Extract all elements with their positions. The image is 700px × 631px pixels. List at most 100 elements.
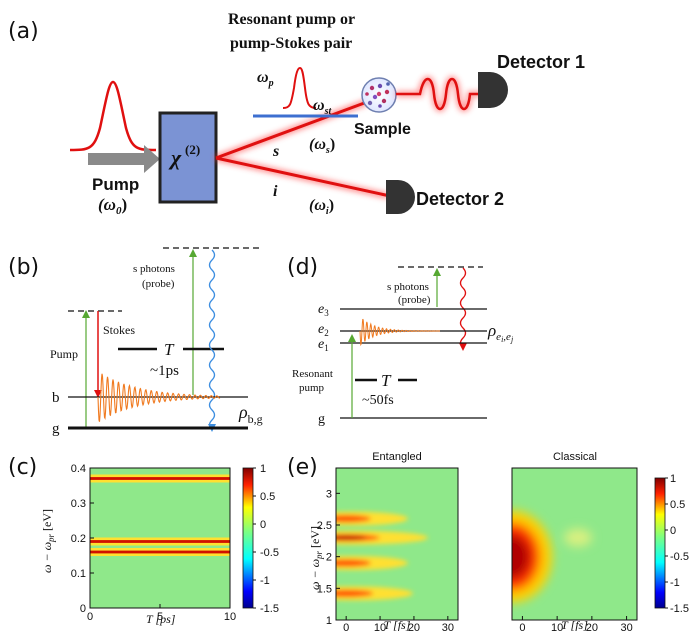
heatmap-e-classical-plot <box>512 468 637 620</box>
detector1-label: Detector 1 <box>497 52 585 72</box>
level-e1-label: e1 <box>318 337 329 353</box>
colorbar-c-tick-label: 0 <box>260 519 266 531</box>
colorbar-e-tick-label: -1 <box>670 577 680 589</box>
heatmap-e-entangled-frame <box>335 467 459 621</box>
resonant-pump-title-line1: Resonant pump or <box>228 11 355 28</box>
heatmap-e-entangled-xlabel: T [fs] <box>384 618 411 631</box>
heatmap-c-plot <box>90 468 230 608</box>
heatmap-c-ytick-label: 0.4 <box>71 463 86 475</box>
probe-emission-arrowhead-d <box>459 343 467 351</box>
delay-value-label: ~1ps <box>150 363 179 379</box>
colorbar-c <box>242 467 254 609</box>
probe-label-d: (probe) <box>398 294 431 306</box>
idler-label: i <box>273 183 278 200</box>
idler-beam <box>215 156 391 198</box>
resonant-pump-pulse <box>282 66 317 109</box>
pump-pulse-curve <box>69 80 157 152</box>
colorbar-c-tick-label: -1 <box>260 575 270 587</box>
resonant-pump-title-line2: pump-Stokes pair <box>230 35 352 52</box>
sample-molecules <box>365 82 390 108</box>
heatmap-e-entangled-band-hot-3 <box>336 515 371 523</box>
stokes-label: Stokes <box>103 323 135 337</box>
omega-st-label: ωst <box>313 97 332 117</box>
heatmap-c-xlabel: T [ps] <box>146 612 176 626</box>
s-photons-label: s photons <box>133 263 175 275</box>
detector2-label: Detector 2 <box>416 189 504 209</box>
heatmap-c-ylabel: ω − ωpr [eV] <box>40 509 56 573</box>
heatmap-e-ytick-label: 1 <box>326 615 332 627</box>
chi2-superscript: (2) <box>185 142 200 157</box>
pump-freq-label: (ω0) <box>98 195 127 217</box>
heatmap-e-entangled-band-peak <box>336 535 367 541</box>
s-photons-label-d: s photons <box>387 281 429 293</box>
heatmap-e-entangled-band-3 <box>336 511 408 526</box>
heatmap-c-ytick-label: 0.2 <box>71 533 86 545</box>
probe-emission-wave-b <box>208 249 216 431</box>
panel-label-a: (a) <box>8 19 39 44</box>
panel-label-c: (c) <box>8 455 37 480</box>
panel-d: (d) s photons (probe) e3 e2 e1 g ρei,ej … <box>287 255 514 427</box>
resonant-label-line1: Resonant <box>292 368 333 380</box>
chi2-crystal <box>158 111 218 204</box>
signal-label: s <box>272 143 279 160</box>
heatmap-e-entangled-plot <box>336 468 458 620</box>
panel-b: (b) s photons (probe) Stokes Pump T ~1ps… <box>8 247 263 437</box>
heatmap-e-ytick-label: 1.5 <box>317 583 332 595</box>
delay-T-label-d: T <box>381 371 392 390</box>
colorbar-e-tick-label: 1 <box>670 473 676 485</box>
probe-arrowhead-d <box>433 268 441 276</box>
heatmap-e-entangled-band-hot-1 <box>336 559 371 567</box>
pump-arrow-head <box>144 145 160 173</box>
heatmap-e-classical-frame <box>511 467 638 621</box>
heatmap-e-entangled-band-hot-0 <box>336 589 374 597</box>
heatmap-e-classical-peak <box>512 534 530 579</box>
heatmap-e-entangled-xtick-label: 0 <box>343 622 349 631</box>
pump-arrowhead-b <box>82 310 90 318</box>
chi2-symbol: χ <box>168 145 182 170</box>
colorbar-c-tick-label: -0.5 <box>260 547 279 559</box>
heatmap-e-classical-title: Classical <box>553 451 597 463</box>
omega-p-label: ωp <box>257 69 274 89</box>
heatmap-c-band-core-0 <box>90 550 230 554</box>
heatmap-e-entangled-title: Entangled <box>372 451 422 463</box>
signal-freq-label: (ωs) <box>309 136 335 156</box>
pump-label-b: Pump <box>50 347 78 361</box>
panel-label-b: (b) <box>8 255 39 280</box>
level-g-label-d: g <box>318 412 325 427</box>
heatmap-e-entangled-xtick-label: 30 <box>442 622 454 631</box>
heatmap-c-ytick-label: 0.1 <box>71 568 86 580</box>
colorbar-e <box>654 477 666 609</box>
heatmap-e-classical-xtick-label: 30 <box>620 622 632 631</box>
heatmap-c-band-core-2 <box>90 477 230 480</box>
heatmap-e-classical-xtick-label: 0 <box>519 622 525 631</box>
colorbar-e-tick-label: -1.5 <box>670 603 689 615</box>
signal-beam <box>215 100 368 160</box>
delay-value-label-d: ~50fs <box>362 393 394 408</box>
level-g-label: g <box>52 421 60 437</box>
coherence-oscillation-b <box>97 373 221 422</box>
detector1-icon <box>478 72 508 108</box>
probe-emission-wave-d <box>459 267 467 349</box>
heatmap-e-ytick-label: 2 <box>326 552 332 564</box>
heatmap-e-classical-xtick-label: 20 <box>586 622 598 631</box>
rho-bg-label: ρb,g <box>238 402 263 426</box>
heatmap-e-entangled-xtick-label: 20 <box>408 622 420 631</box>
sample-label: Sample <box>354 121 411 138</box>
pump-arrow-shaft <box>88 153 144 165</box>
rho-eiej-label: ρei,ej <box>487 321 514 344</box>
level-e2-label: e2 <box>318 322 329 338</box>
colorbar-c-tick-label: -1.5 <box>260 603 279 615</box>
heatmap-e-classical-revival <box>563 528 592 547</box>
delay-T-label: T <box>164 340 175 359</box>
coherence-oscillation-d <box>359 318 441 347</box>
detector2-icon <box>386 180 415 214</box>
colorbar-e-tick-label: 0.5 <box>670 499 685 511</box>
heatmap-c-xtick-label: 10 <box>224 611 236 623</box>
heatmap-e-ytick-label: 2.5 <box>317 520 332 532</box>
stokes-arrowhead-b <box>94 390 102 398</box>
colorbar-e-tick-label: -0.5 <box>670 551 689 563</box>
pump-label: Pump <box>92 175 139 194</box>
heatmap-c-band-core-1 <box>90 540 230 543</box>
